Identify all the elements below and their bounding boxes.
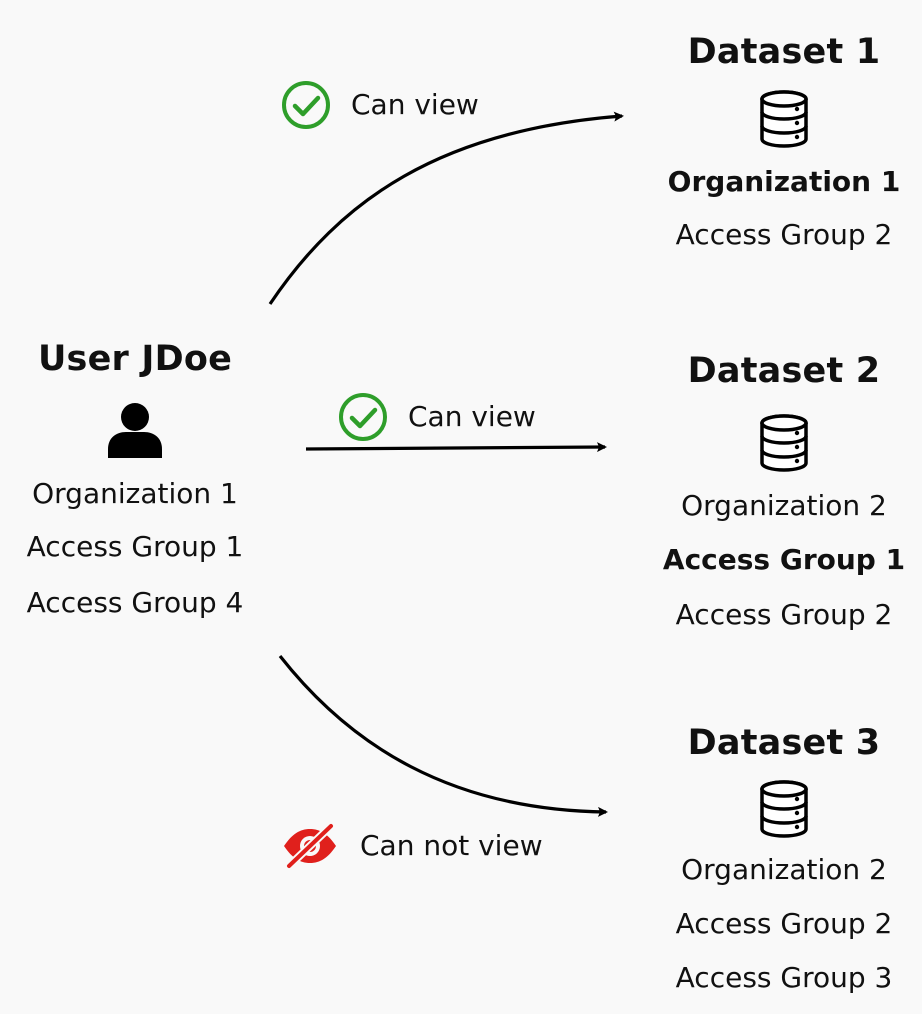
dataset-attribute-organization: Organization 1 — [667, 165, 901, 198]
dataset-title: Dataset 3 — [687, 723, 881, 763]
dataset-attribute-access-group: Access Group 2 — [675, 907, 893, 940]
dataset-attribute-access-group: Access Group 2 — [675, 598, 893, 631]
dataset-attribute-access-group: Access Group 3 — [675, 961, 893, 994]
arrow-to-dataset-1 — [268, 111, 624, 305]
dataset-title: Dataset 2 — [687, 351, 881, 391]
arrow-to-dataset-2 — [305, 442, 607, 453]
user-attribute-access-group: Access Group 1 — [26, 530, 244, 563]
dataset-attribute-access-group: Access Group 1 — [662, 543, 906, 576]
database-icon — [760, 90, 808, 148]
edge-label-text: Can view — [408, 400, 536, 433]
user-icon — [108, 403, 162, 458]
dataset-title: Dataset 1 — [687, 32, 881, 72]
edge-label-dataset-1: Can view — [281, 80, 479, 130]
database-icon — [760, 780, 808, 838]
user-attribute-access-group: Access Group 4 — [26, 586, 244, 619]
dataset-attribute-organization: Organization 2 — [681, 853, 887, 886]
edge-label-text: Can view — [351, 88, 479, 121]
edge-label-dataset-3: Can not view — [280, 823, 543, 869]
dataset-attribute-access-group: Access Group 2 — [675, 218, 893, 251]
edge-label-text: Can not view — [360, 829, 543, 862]
eye-slash-icon — [284, 823, 336, 869]
edge-label-dataset-2: Can view — [338, 392, 536, 442]
check-circle-icon — [282, 81, 330, 129]
user-title: User JDoe — [37, 339, 233, 379]
database-icon — [760, 414, 808, 472]
check-circle-icon — [339, 393, 387, 441]
user-attribute-organization: Organization 1 — [32, 477, 238, 510]
arrow-to-dataset-3 — [278, 655, 608, 817]
dataset-attribute-organization: Organization 2 — [681, 489, 887, 522]
